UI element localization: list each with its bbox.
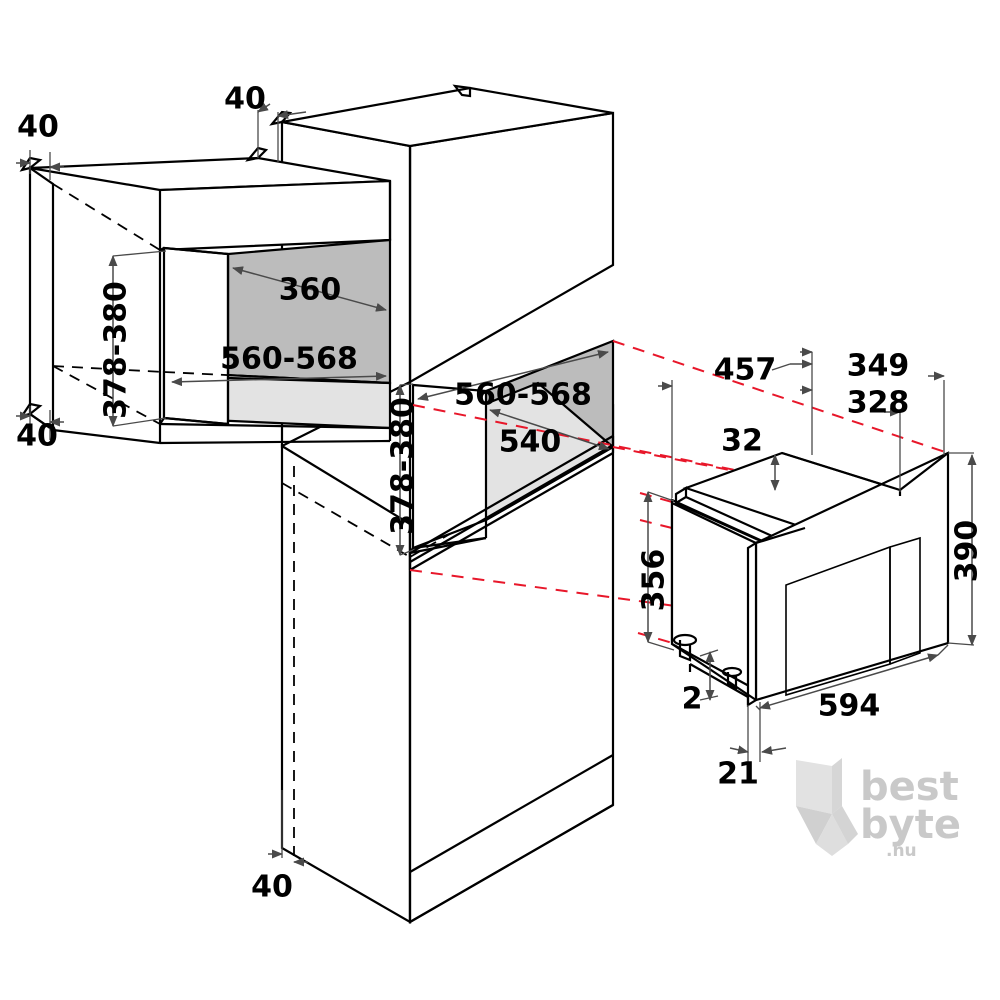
dimension-label-21: 21 bbox=[717, 757, 759, 792]
appliance-foot-left bbox=[678, 640, 692, 662]
hidden-upper-3 bbox=[52, 365, 161, 425]
hidden-upper-1 bbox=[52, 183, 161, 251]
dimension-label-560-568: 560-568 bbox=[220, 342, 358, 377]
proj-left-small-3 bbox=[637, 632, 677, 645]
dimension-label-40: 40 bbox=[224, 82, 266, 117]
dimension-label-594: 594 bbox=[818, 689, 881, 724]
dimension-label-540: 540 bbox=[499, 425, 562, 460]
dimension-annotations bbox=[16, 102, 977, 867]
dimension-label-360: 360 bbox=[279, 273, 342, 308]
appliance-foot-right bbox=[726, 672, 738, 690]
proj-left-small-2 bbox=[639, 519, 673, 529]
dimension-label-390: 390 bbox=[950, 520, 985, 583]
dimension-label-560-568: 560-568 bbox=[454, 378, 592, 413]
dimension-label-40: 40 bbox=[16, 419, 58, 454]
microwave-appliance bbox=[670, 451, 950, 707]
dimension-label-378-380: 378-380 bbox=[386, 397, 421, 535]
dimension-label-328: 328 bbox=[847, 386, 910, 421]
dimension-label-349: 349 bbox=[847, 349, 910, 384]
hidden-line-lower-1 bbox=[281, 482, 411, 558]
dimension-label-2: 2 bbox=[682, 682, 703, 717]
dimension-label-40: 40 bbox=[17, 110, 59, 145]
dimension-label-group: 40 40 40 378-380 360 560-568 560-568 540 378-380… bbox=[16, 82, 984, 905]
dimension-label-378-380: 378-380 bbox=[99, 281, 134, 419]
dimension-label-32: 32 bbox=[721, 424, 763, 459]
dimension-label-40: 40 bbox=[251, 870, 293, 905]
dimension-label-356: 356 bbox=[637, 549, 672, 612]
proj-top bbox=[612, 340, 949, 454]
dimension-label-457: 457 bbox=[714, 353, 777, 388]
